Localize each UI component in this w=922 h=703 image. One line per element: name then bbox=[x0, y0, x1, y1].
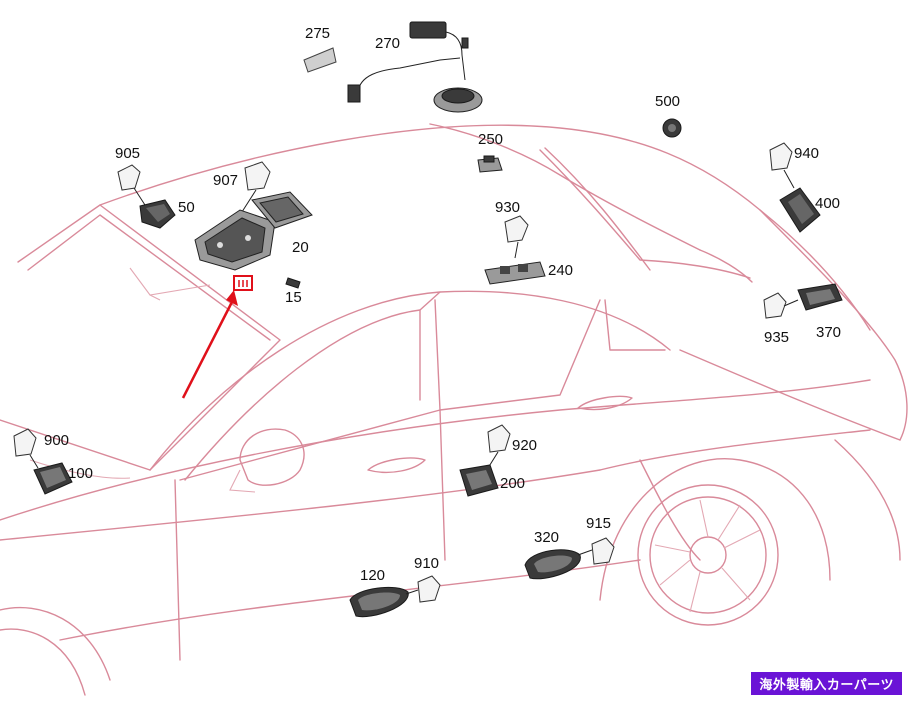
label-915: 915 bbox=[586, 515, 611, 532]
label-930: 930 bbox=[495, 199, 520, 216]
label-500: 500 bbox=[655, 93, 680, 110]
part-915-connector: 915 bbox=[577, 515, 615, 565]
label-50: 50 bbox=[178, 199, 195, 216]
label-400: 400 bbox=[815, 195, 840, 212]
label-120: 120 bbox=[360, 567, 385, 584]
red-arrow-icon bbox=[181, 297, 236, 399]
label-370: 370 bbox=[816, 324, 841, 341]
part-940-connector: 940 bbox=[769, 142, 819, 189]
part-910-connector: 910 bbox=[405, 555, 441, 603]
part-500-grommet: 500 bbox=[655, 93, 682, 138]
part-905-connector: 905 bbox=[115, 145, 146, 206]
part-370-light: 370 bbox=[797, 283, 843, 341]
part-200-light: 200 bbox=[459, 464, 525, 497]
part-400-lamp: 400 bbox=[779, 187, 840, 233]
label-240: 240 bbox=[548, 262, 573, 279]
part-20-cover: 20 bbox=[251, 191, 313, 256]
label-320: 320 bbox=[534, 529, 559, 546]
part-275-pad: 275 bbox=[303, 25, 337, 73]
part-920-connector: 920 bbox=[487, 424, 537, 469]
part-930-connector: 930 bbox=[495, 199, 529, 259]
label-935: 935 bbox=[764, 329, 789, 346]
label-900: 900 bbox=[44, 432, 69, 449]
label-250: 250 bbox=[478, 131, 503, 148]
watermark-badge: 海外製輸入カーパーツ bbox=[751, 672, 902, 695]
label-907: 907 bbox=[213, 172, 238, 189]
label-15: 15 bbox=[285, 289, 302, 306]
part-50-light: 50 bbox=[139, 199, 195, 229]
car-outline bbox=[0, 123, 908, 696]
label-200: 200 bbox=[500, 475, 525, 492]
part-320-light: 320 bbox=[524, 529, 581, 580]
label-920: 920 bbox=[512, 437, 537, 454]
part-250-light: 250 bbox=[477, 131, 503, 173]
label-270: 270 bbox=[375, 35, 400, 52]
part-120-light: 120 bbox=[349, 567, 409, 618]
label-940: 940 bbox=[794, 145, 819, 162]
label-905: 905 bbox=[115, 145, 140, 162]
part-900-connector: 900 bbox=[13, 428, 69, 469]
part-overhead-console bbox=[194, 209, 276, 271]
part-100-light: 100 bbox=[33, 462, 93, 495]
label-275: 275 bbox=[305, 25, 330, 42]
label-100: 100 bbox=[68, 465, 93, 482]
label-910: 910 bbox=[414, 555, 439, 572]
highlight-marker bbox=[181, 275, 253, 399]
part-15-clip: 15 bbox=[285, 277, 302, 306]
part-240-light-bar: 240 bbox=[484, 261, 573, 285]
part-270-antenna: 270 bbox=[347, 21, 483, 113]
label-20: 20 bbox=[292, 239, 309, 256]
part-907-connector: 907 bbox=[213, 161, 271, 216]
part-935-connector: 935 bbox=[763, 292, 799, 346]
